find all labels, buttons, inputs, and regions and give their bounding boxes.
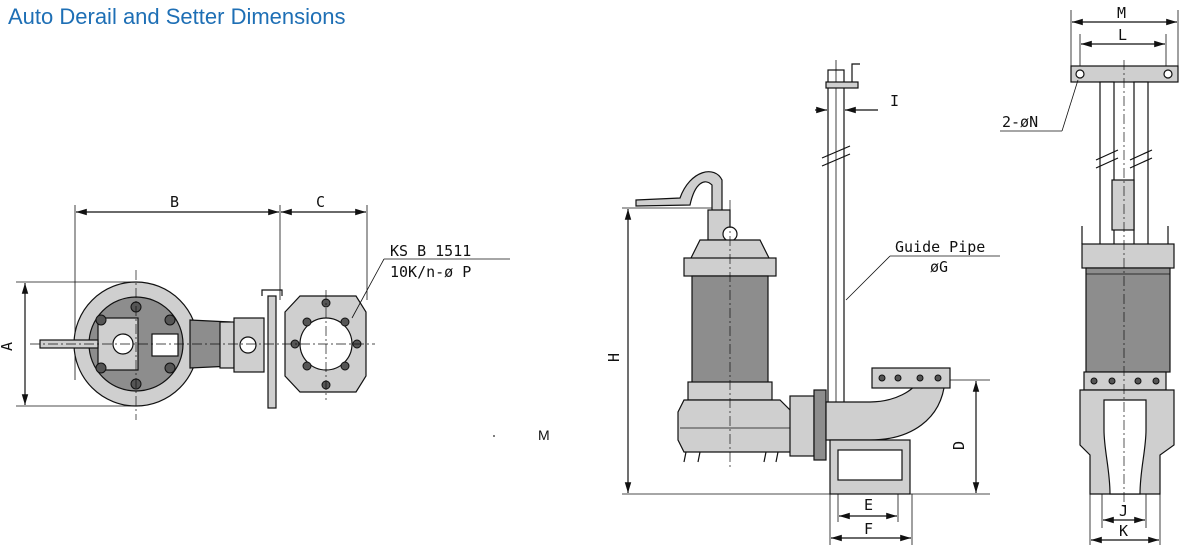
dim-k-label: K	[1119, 522, 1128, 540]
dim-l-label: L	[1118, 26, 1127, 44]
front-view: M L 2-øN	[1000, 4, 1179, 545]
stray-dot	[493, 435, 495, 437]
stray-m-label: M	[538, 427, 550, 443]
side-view: H D	[605, 60, 1000, 545]
dim-i-label: I	[890, 92, 899, 110]
page-title: Auto Derail and Setter Dimensions	[8, 4, 346, 29]
dim-d-label: D	[950, 441, 968, 450]
dim-j-label: J	[1119, 502, 1128, 520]
standard-label: KS B 1511	[390, 242, 471, 260]
dim-e-label: E	[864, 496, 873, 514]
holes-label: 2-øN	[1002, 113, 1038, 131]
dim-m-label: M	[1117, 4, 1126, 22]
dim-a-label: A	[0, 342, 16, 351]
flange-spec-label: 10K/n-ø P	[390, 263, 471, 281]
guide-pipe-label: Guide Pipe	[895, 238, 985, 256]
dim-b-label: B	[170, 193, 179, 211]
dim-c-label: C	[316, 193, 325, 211]
dim-f-label: F	[864, 520, 873, 538]
guide-pipe-diameter-label: øG	[930, 258, 948, 276]
dim-h-label: H	[605, 353, 623, 362]
top-view: B C A	[0, 193, 510, 420]
